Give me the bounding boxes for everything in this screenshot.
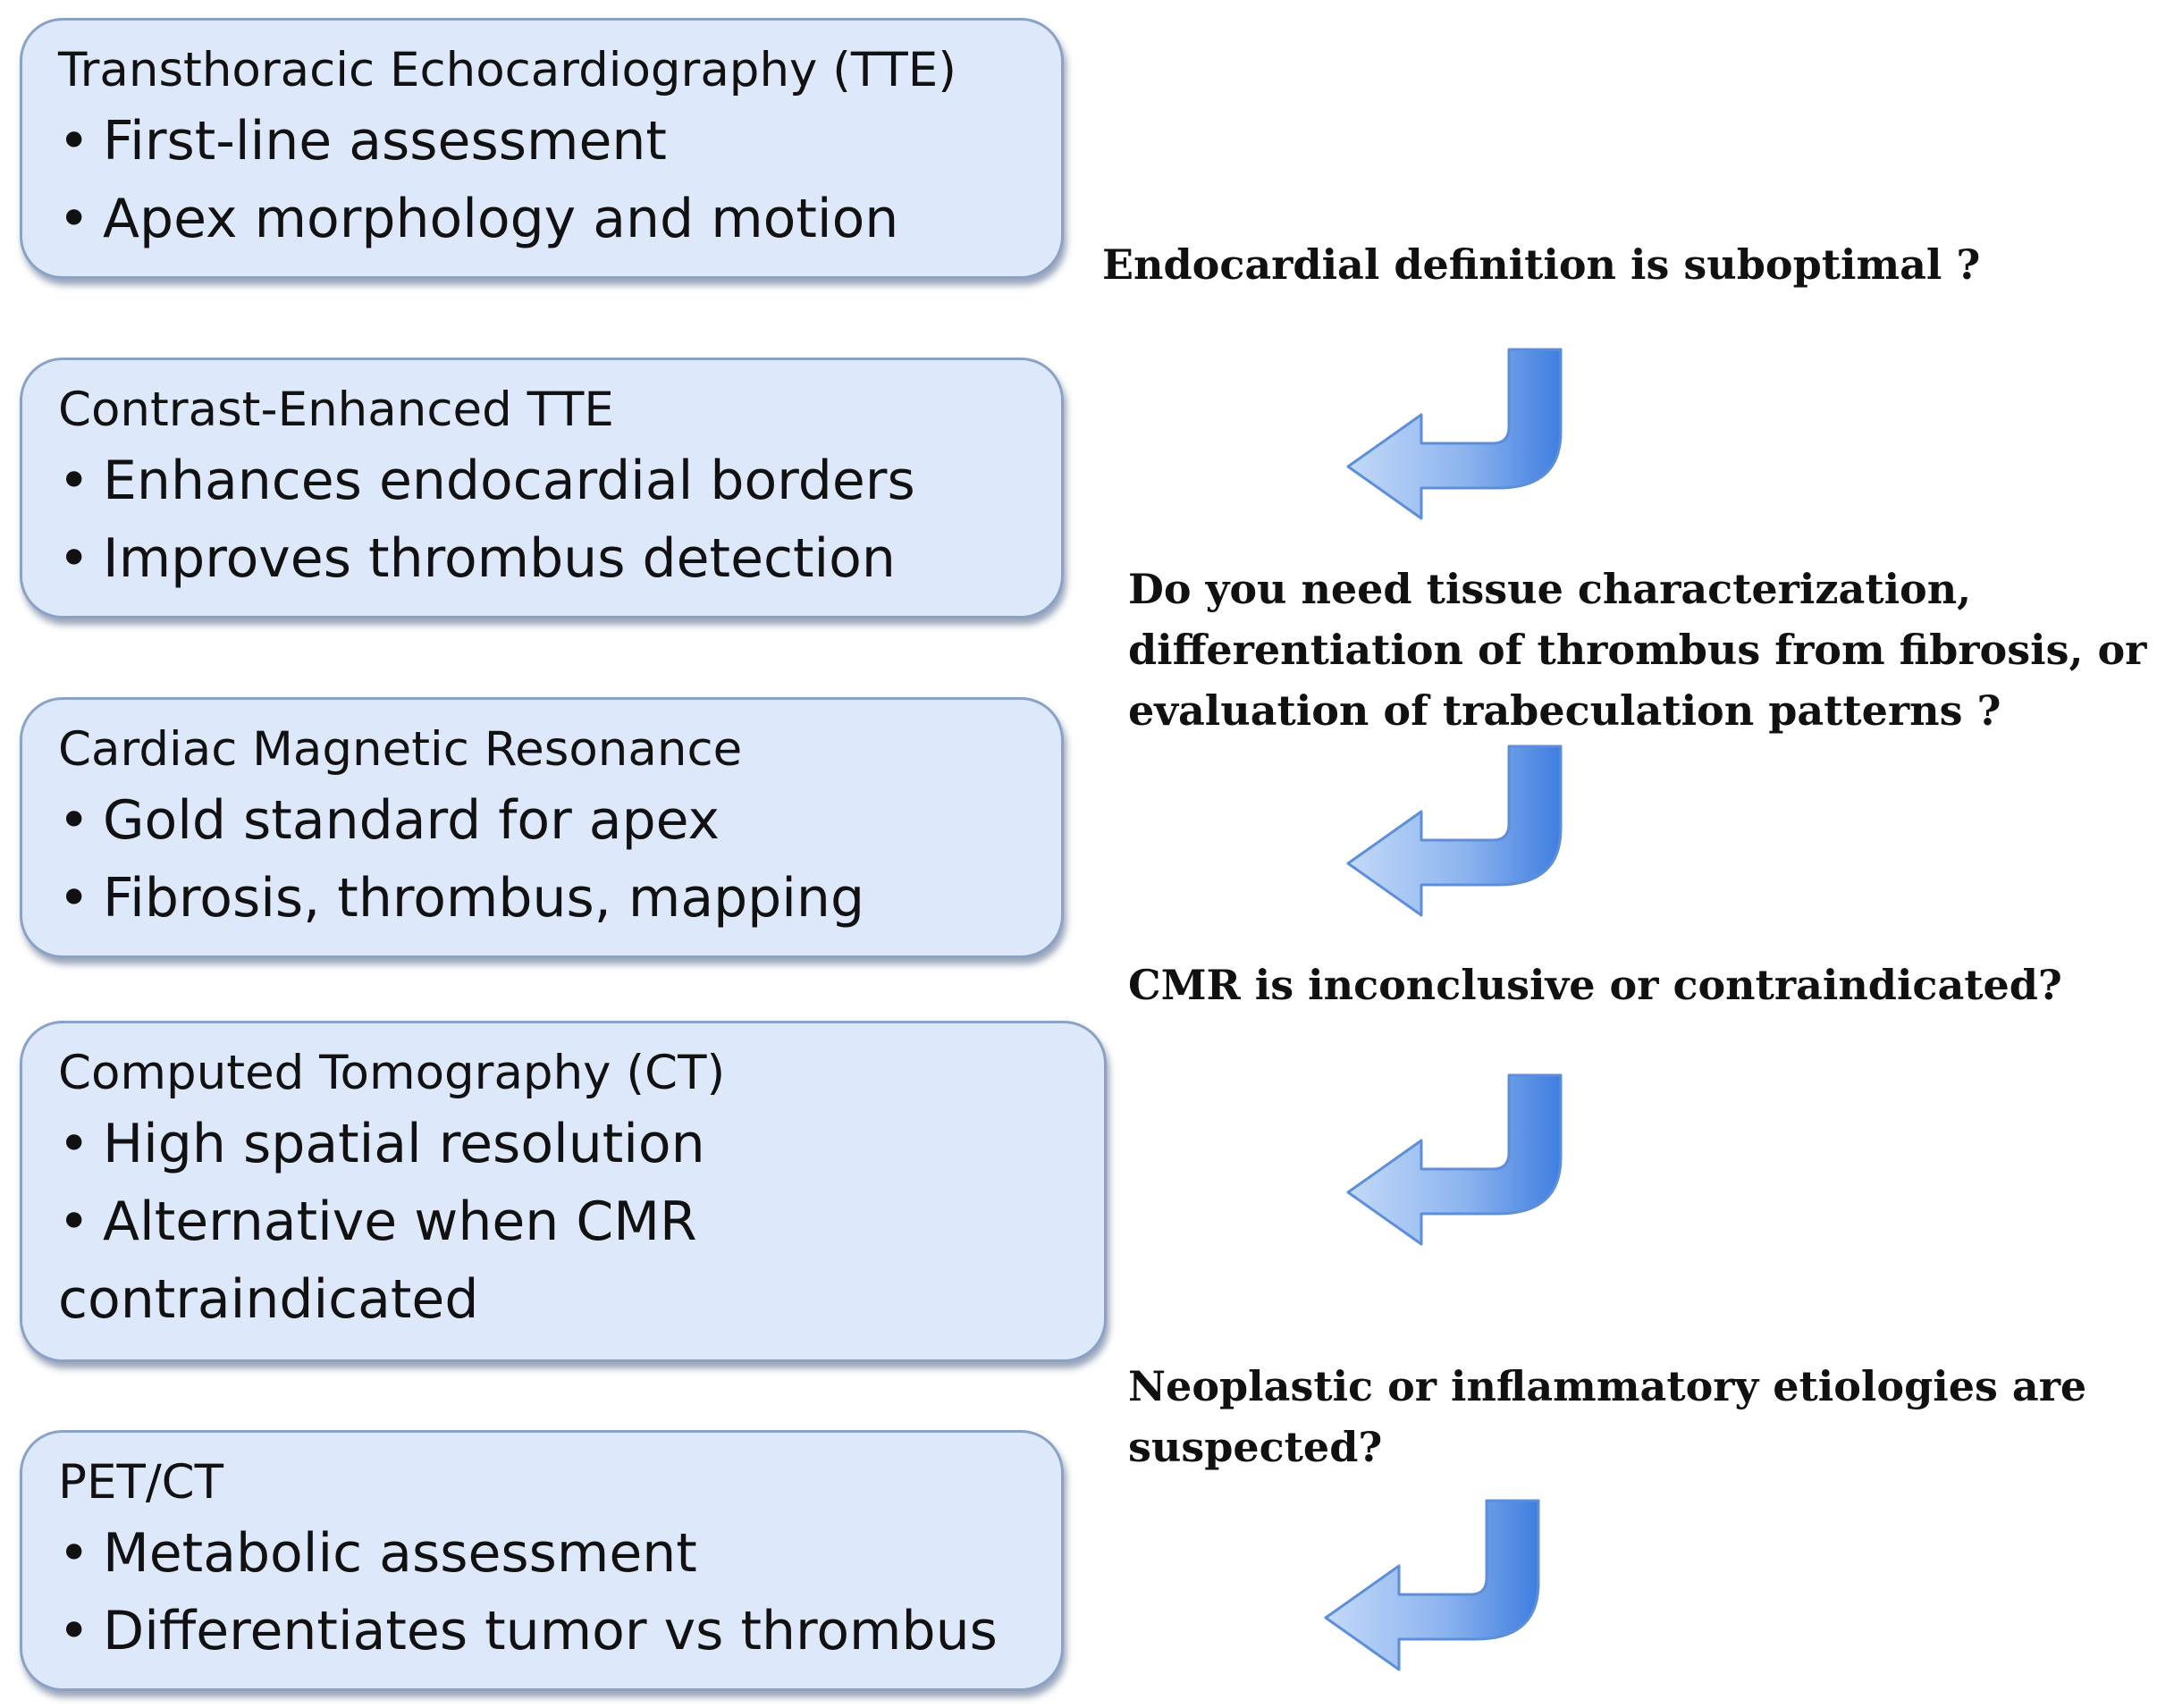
contrast-tte-title: Contrast-Enhanced TTE — [58, 383, 614, 437]
ct-item-2: •Alternative when CMR — [58, 1191, 697, 1253]
petct-item-2: •Differentiates tumor vs thrombus — [58, 1600, 998, 1662]
question-4-line-2: suspected? — [1128, 1423, 1383, 1471]
ct-title: Computed Tomography (CT) — [58, 1046, 726, 1100]
cmr-box: Cardiac Magnetic Resonance •Gold standar… — [20, 697, 1064, 958]
contrast-tte-box: Contrast-Enhanced TTE •Enhances endocard… — [20, 358, 1064, 618]
curved-arrow-icon — [1324, 1499, 1540, 1671]
question-endocardial-definition: Endocardial definition is suboptimal ? — [1102, 234, 1980, 295]
tte-item-2: •Apex morphology and motion — [58, 188, 899, 250]
question-1-line-1: Endocardial definition is suboptimal ? — [1102, 240, 1981, 289]
contrast-tte-item-1: •Enhances endocardial borders — [58, 450, 915, 512]
question-neoplastic-inflammatory: Neoplastic or inflammatory etiologies ar… — [1128, 1356, 2086, 1477]
curved-arrow-icon — [1346, 1073, 1563, 1246]
question-3-line-1: CMR is inconclusive or contraindicated? — [1128, 961, 2062, 1009]
contrast-tte-item-2: •Improves thrombus detection — [58, 527, 896, 590]
cmr-item-2: •Fibrosis, thrombus, mapping — [58, 867, 865, 930]
cmr-title: Cardiac Magnetic Resonance — [58, 722, 743, 777]
ct-box: Computed Tomography (CT) •High spatial r… — [20, 1021, 1107, 1362]
cmr-item-1: •Gold standard for apex — [58, 789, 720, 852]
curved-arrow-icon — [1346, 745, 1563, 917]
question-2-line-1: Do you need tissue characterization, — [1128, 565, 1972, 613]
tte-title: Transthoracic Echocardiography (TTE) — [58, 43, 956, 97]
question-2-line-3: evaluation of trabeculation patterns ? — [1128, 686, 2001, 735]
ct-item-1: •High spatial resolution — [58, 1113, 705, 1175]
question-2-line-2: differentiation of thrombus from fibrosi… — [1128, 626, 2147, 674]
petct-item-1: •Metabolic assessment — [58, 1522, 697, 1585]
ct-item-2-continuation: contraindicated — [58, 1268, 479, 1331]
tte-item-1: •First-line assessment — [58, 110, 667, 172]
question-tissue-characterization: Do you need tissue characterization, dif… — [1128, 559, 2146, 741]
petct-title: PET/CT — [58, 1455, 224, 1510]
question-cmr-inconclusive: CMR is inconclusive or contraindicated? — [1128, 955, 2062, 1015]
question-4-line-1: Neoplastic or inflammatory etiologies ar… — [1128, 1362, 2087, 1410]
curved-arrow-icon — [1346, 348, 1563, 520]
petct-box: PET/CT •Metabolic assessment •Differenti… — [20, 1430, 1064, 1691]
tte-box: Transthoracic Echocardiography (TTE) •Fi… — [20, 18, 1064, 279]
